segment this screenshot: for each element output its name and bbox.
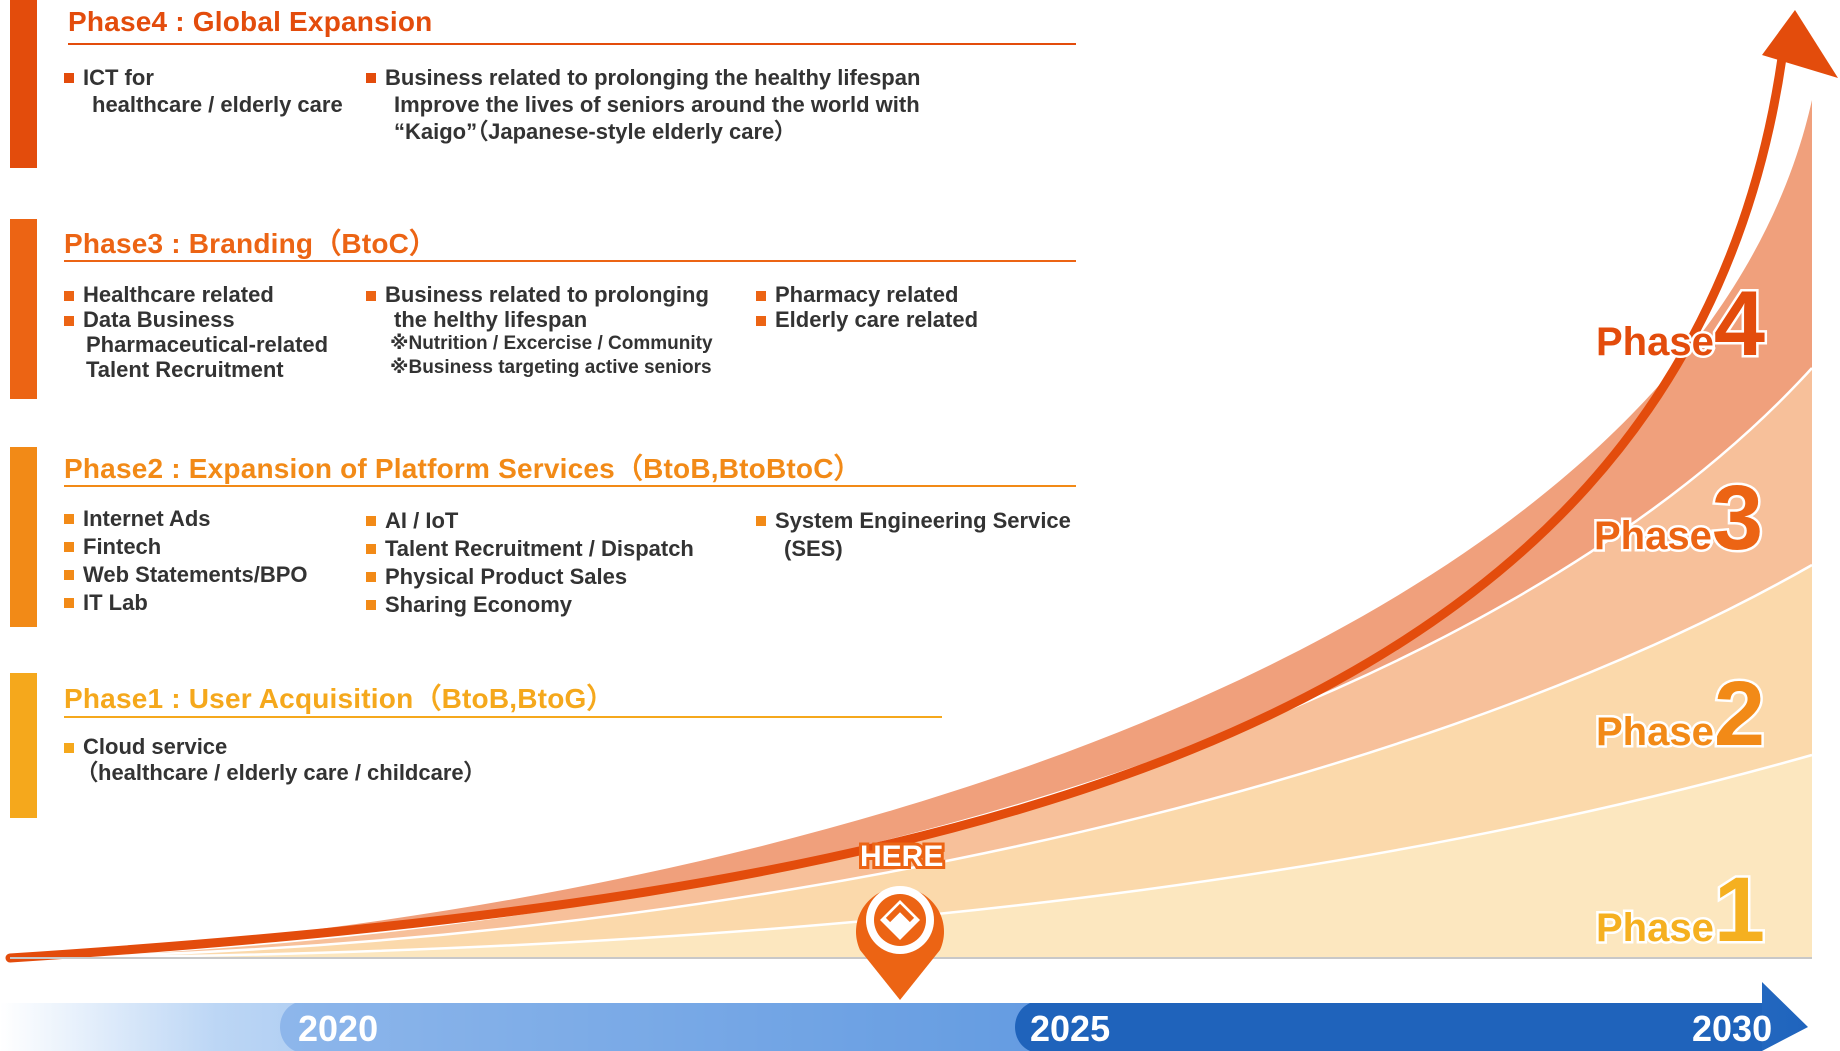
list-item: Pharmacy related — [756, 282, 978, 307]
year-2020: 2020 — [298, 1008, 379, 1049]
year-2030: 2030 — [1692, 1008, 1773, 1049]
phase1-rule — [64, 716, 942, 718]
here-label: HERE — [857, 837, 946, 876]
phase4-title: Phase4 : Global Expansion — [68, 6, 433, 37]
list-item: (SES) — [784, 536, 843, 561]
list-item: Sharing Economy — [366, 591, 694, 619]
phase2-band — [10, 565, 1812, 958]
curve-label-phase2: Phase2 — [1594, 666, 1768, 763]
list-item: Cloud service — [64, 734, 486, 760]
here-pin-icon — [856, 886, 945, 1000]
phase3-col1: Healthcare related Data Business Pharmac… — [64, 282, 328, 382]
phase4-col1: ICT for healthcare / elderly care — [64, 64, 343, 118]
phase2-title: Phase2 : Expansion of Platform Services（… — [64, 453, 862, 484]
phase1-title: Phase1 : User Acquisition（BtoB,BtoG） — [64, 683, 615, 714]
phase3-col3: Pharmacy related Elderly care related — [756, 282, 978, 332]
curve-label-phase4: Phase4 — [1594, 276, 1768, 373]
curve-label-phase3: Phase3 — [1592, 470, 1766, 567]
curve-label-word: Phase — [1594, 708, 1717, 757]
phase1-col1: Cloud service （healthcare / elderly care… — [64, 734, 486, 786]
growth-curve — [5, 53, 1787, 963]
phase2-col3: System Engineering Service (SES) — [756, 507, 1071, 563]
list-item: Web Statements/BPO — [64, 561, 308, 589]
list-item: Improve the lives of seniors around the … — [394, 92, 920, 117]
list-item: AI / IoT — [366, 507, 694, 535]
list-item: Business related to prolonging — [366, 282, 713, 307]
phase3-title: Phase3 : Branding（BtoC） — [64, 228, 438, 259]
list-item: Pharmaceutical-related — [86, 332, 329, 357]
phase2-rule — [64, 485, 1076, 487]
curve-label-number: 1 — [1711, 859, 1767, 961]
phase3-col2: Business related to prolonging the helth… — [366, 282, 713, 380]
list-item: “Kaigo”（Japanese-style elderly care） — [394, 119, 797, 144]
phase2-col1: Internet Ads Fintech Web Statements/BPO … — [64, 505, 308, 617]
list-item: Business related to prolonging the healt… — [366, 64, 920, 91]
list-item: the helthy lifespan — [394, 307, 588, 332]
phase2-bar — [10, 447, 37, 627]
phase4-bar — [10, 0, 37, 168]
phase1-band — [10, 755, 1812, 958]
list-item: Talent Recruitment / Dispatch — [366, 535, 694, 563]
list-item: ※Nutrition / Excercise / Community — [390, 333, 713, 354]
phase1-bar — [10, 673, 37, 818]
list-item: Internet Ads — [64, 505, 308, 533]
phase4-rule — [68, 43, 1076, 45]
curve-arrow-head — [1762, 10, 1838, 78]
list-item: Data Business — [64, 307, 328, 332]
curve-label-word: Phase — [1594, 904, 1717, 953]
curve-label-number: 4 — [1711, 273, 1767, 375]
list-item: System Engineering Service — [756, 507, 1071, 535]
list-item: （healthcare / elderly care / childcare） — [76, 760, 486, 785]
list-item: Physical Product Sales — [366, 563, 694, 591]
list-item: Healthcare related — [64, 282, 328, 307]
list-item: ICT for — [64, 64, 343, 91]
list-item: ※Business targeting active seniors — [390, 357, 712, 378]
list-item: Fintech — [64, 533, 308, 561]
list-item: IT Lab — [64, 589, 308, 617]
curve-label-number: 3 — [1709, 467, 1765, 569]
phase3-rule — [64, 260, 1076, 262]
list-item: Talent Recruitment — [86, 357, 284, 382]
phase3-bar — [10, 219, 37, 399]
list-item: Elderly care related — [756, 307, 978, 332]
phase4-col2: Business related to prolonging the healt… — [366, 64, 920, 145]
year-2025: 2025 — [1030, 1008, 1111, 1049]
phase2-col2: AI / IoT Talent Recruitment / Dispatch P… — [366, 507, 694, 619]
curve-label-number: 2 — [1711, 663, 1767, 765]
curve-label-word: Phase — [1594, 318, 1717, 367]
curve-label-phase1: Phase1 — [1594, 862, 1768, 959]
curve-label-word: Phase — [1592, 512, 1715, 561]
list-item: healthcare / elderly care — [92, 92, 343, 117]
